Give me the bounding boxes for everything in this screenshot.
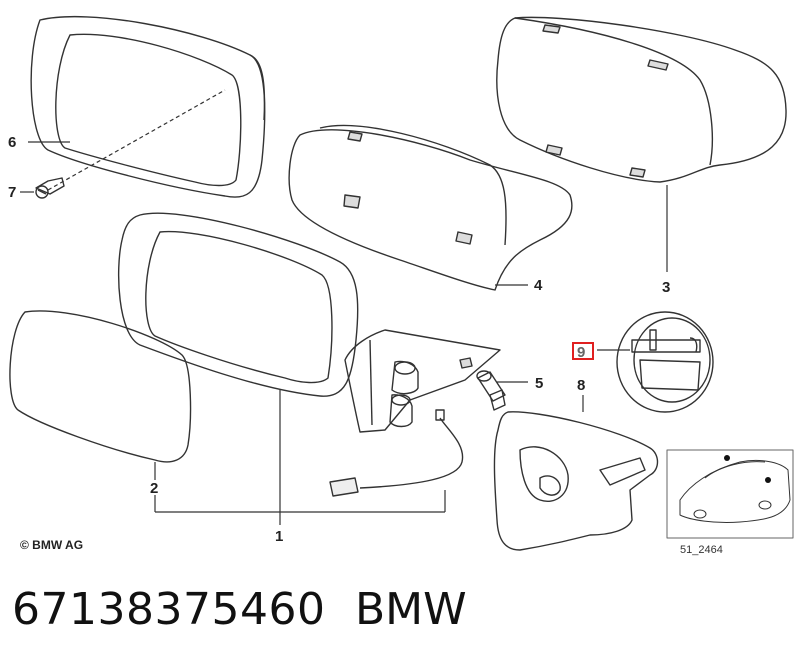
brand-name: BMW: [355, 584, 467, 635]
callout-9-highlight: [572, 342, 594, 360]
callout-6: 6: [8, 134, 16, 151]
part-9-motor: [616, 311, 714, 413]
part-6-housing-frame: [30, 15, 266, 198]
callout-5: 5: [535, 375, 543, 392]
callout-4: 4: [534, 277, 543, 294]
part-1-mirror-frame: [117, 212, 501, 433]
part-5-bolt: [476, 370, 506, 411]
part-number: 67138375460: [12, 584, 326, 635]
part-4-mirror-cover: [288, 124, 573, 291]
callout-3: 3: [662, 279, 670, 296]
part-7-screw: [35, 177, 65, 199]
callout-9: 9: [577, 344, 585, 361]
callout-2: 2: [150, 480, 158, 497]
car-thumbnail: [666, 449, 794, 539]
wiring-harness: [329, 409, 464, 497]
diagram-code: 51_2464: [680, 544, 723, 556]
part-2-mirror-glass: [9, 310, 192, 463]
callout-1: 1: [275, 528, 283, 545]
copyright-text: © BMW AG: [20, 538, 84, 552]
part-8-mirror-base: [493, 411, 659, 551]
leader-lines: [20, 89, 668, 525]
part-3-outer-cap: [496, 16, 787, 183]
callout-7: 7: [8, 184, 16, 201]
callout-8: 8: [577, 377, 585, 394]
